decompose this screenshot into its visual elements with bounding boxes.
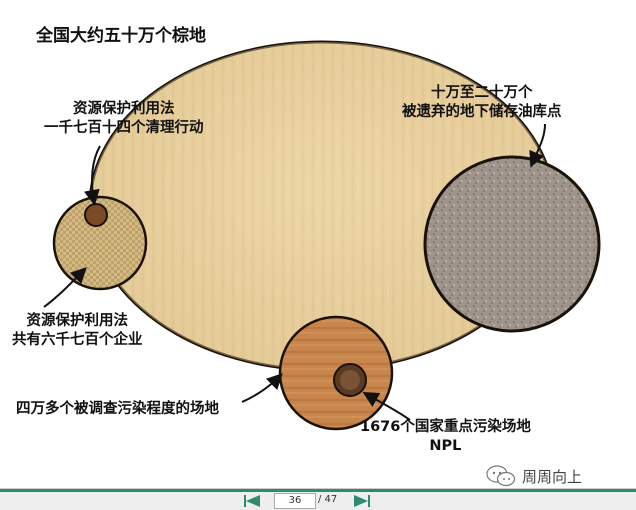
watermark: 周周向上 [486, 465, 582, 487]
wechat-icon [486, 465, 516, 487]
small-inner-circle [84, 203, 108, 227]
label-left-line1: 资源保护利用法 [26, 313, 129, 329]
watermark-text: 周周向上 [522, 467, 583, 486]
arrow-top-right [529, 123, 546, 168]
page-total: / 47 [318, 494, 338, 505]
gravel-circle [423, 155, 601, 333]
arrow-bottom-right [362, 392, 411, 421]
label-bottom-right-line1: 1676个国家重点污染场地 [360, 419, 531, 435]
arrow-bottom-left [241, 373, 283, 403]
label-bottom-left: 四万多个被调查污染程度的场地 [16, 400, 219, 419]
navbar-accent [0, 489, 636, 492]
arrow-left [43, 267, 87, 308]
arrow-top-left [83, 145, 101, 206]
label-bottom-left-text: 四万多个被调查污染程度的场地 [16, 401, 219, 417]
diagram [43, 40, 601, 431]
page-number-input[interactable]: 36 [274, 493, 316, 509]
slide: 全国大约五十万个棕地 [12, 26, 601, 487]
next-page-button[interactable] [352, 494, 370, 508]
label-left-line2: 共有六千七百个企业 [12, 332, 143, 348]
previous-page-button[interactable] [244, 494, 262, 508]
label-left: 资源保护利用法 共有六千七百个企业 [12, 312, 143, 350]
slide-title: 全国大约五十万个棕地 [36, 26, 206, 46]
label-top-left: 资源保护利用法 一千七百十四个清理行动 [44, 100, 204, 138]
label-top-left-line1: 资源保护利用法 [73, 101, 175, 117]
burlap-circle [52, 195, 148, 291]
presentation-navbar: 36 / 47 [0, 488, 636, 510]
label-top-left-line2: 一千七百十四个清理行动 [44, 120, 204, 136]
label-top-right-line2: 被遗弃的地下储存油库点 [402, 104, 562, 120]
label-bottom-right: 1676个国家重点污染场地 NPL [360, 418, 531, 456]
label-top-right: 十万至二十万个 被遗弃的地下储存油库点 [402, 84, 562, 122]
label-top-right-line1: 十万至二十万个 [431, 85, 533, 101]
label-bottom-right-line2: NPL [429, 438, 462, 454]
